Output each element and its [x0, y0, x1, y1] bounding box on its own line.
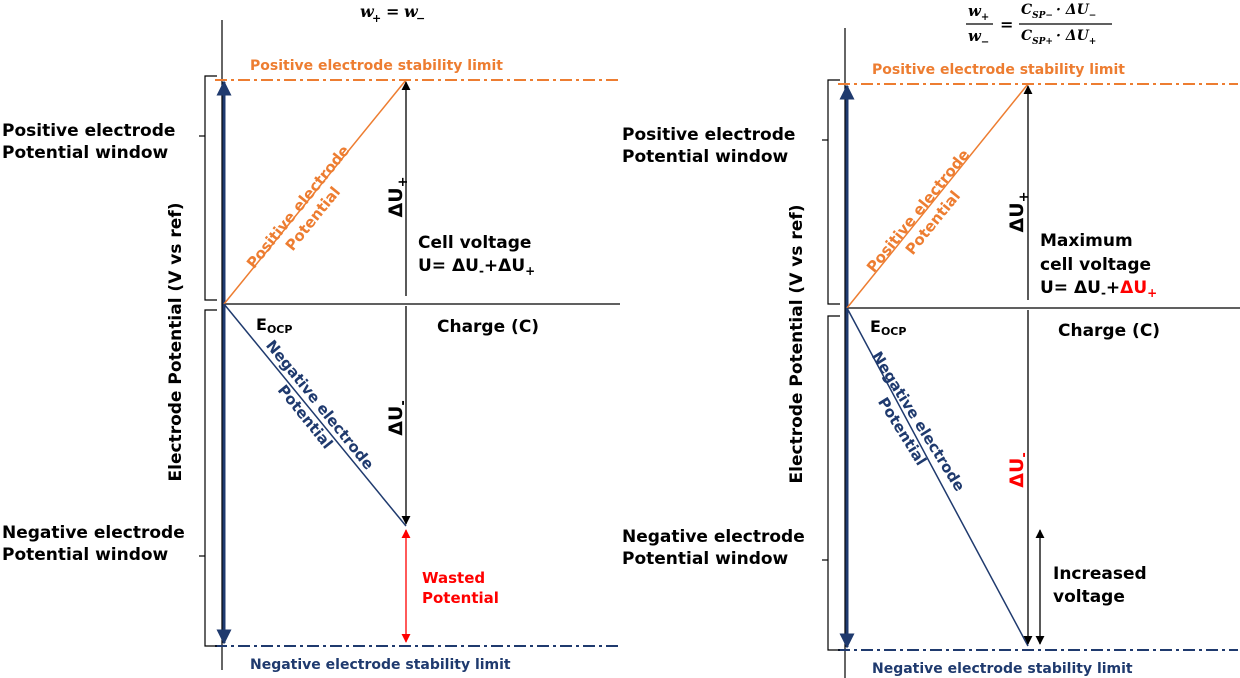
right-cell-formula: U= ΔU-+ΔU+: [1040, 278, 1157, 300]
left-eq-equals: =: [386, 2, 399, 21]
left-eq-lhs-sub: +: [372, 12, 381, 25]
left-negative-potential-label: Negative electrode Potential: [262, 337, 377, 474]
right-positive-potential-line: [846, 83, 1029, 309]
left-negative-brace: [204, 309, 217, 647]
left-positive-potential-label: Positive electrode Potential: [243, 142, 353, 272]
left-pos-window-line1: Positive electrode: [2, 121, 175, 141]
right-cell-line1: Maximum: [1040, 231, 1133, 251]
right-du-plus-label: ΔU+: [1006, 191, 1032, 232]
right-positive-limit-label: Positive electrode stability limit: [872, 62, 1125, 78]
left-positive-brace: [204, 75, 217, 301]
right-frac2-den: CSP+· ΔU+: [1021, 28, 1096, 47]
right-neg-window-line2: Potential window: [622, 549, 789, 569]
left-eq-rhs: w: [404, 2, 419, 21]
right-negative-brace: [827, 315, 840, 651]
left-positive-limit-label: Positive electrode stability limit: [250, 58, 503, 74]
left-eq-rhs-sub: −: [416, 12, 425, 25]
right-positive-potential-label: Positive electrode Potential: [863, 146, 973, 276]
right-du-minus-text: ΔU-: [1006, 452, 1032, 488]
left-negative-potential-line: [223, 303, 407, 527]
left-du-plus-label: ΔU+: [385, 176, 411, 217]
right-eocp-label: EOCP: [870, 317, 906, 338]
right-y-axis-label: Electrode Potential (V vs ref): [787, 205, 807, 484]
right-neg-pot-line1: Negative electrode: [868, 348, 969, 494]
left-neg-window-line2: Potential window: [2, 545, 169, 565]
right-du-minus-label: ΔU-: [1006, 452, 1032, 488]
left-wasted-line1: Wasted: [422, 569, 485, 587]
left-positive-potential-line: [223, 79, 407, 305]
left-cell-voltage-title: Cell voltage: [418, 233, 531, 253]
right-cell-line2: cell voltage: [1040, 255, 1151, 275]
right-x-axis-label: Charge (C): [1058, 321, 1160, 341]
left-y-axis-label: Electrode Potential (V vs ref): [166, 203, 186, 482]
right-positive-brace: [827, 79, 840, 305]
right-panel: w+ w− = CSP−· ΔU− CSP+· ΔU+ Positive ele…: [622, 2, 1240, 678]
right-frac2-num: CSP−· ΔU−: [1021, 2, 1096, 21]
right-pos-pot-line1: Positive electrode: [863, 146, 973, 276]
left-wasted-line2: Potential: [422, 589, 499, 607]
right-negative-potential-label: Negative electrode Potential: [868, 348, 969, 494]
right-eq-equals: =: [1000, 15, 1013, 34]
left-panel: w + = w − Positive electrode stability l…: [2, 2, 622, 673]
right-du-plus-text: ΔU+: [1006, 191, 1032, 232]
left-negative-limit-label: Negative electrode stability limit: [250, 657, 511, 673]
left-x-axis-label: Charge (C): [437, 317, 539, 337]
left-pos-pot-line1: Positive electrode: [243, 142, 353, 272]
right-negative-potential-line: [846, 307, 1029, 647]
right-pos-window-line2: Potential window: [622, 147, 789, 167]
right-increased-line1: Increased: [1053, 564, 1147, 584]
right-pos-window-line1: Positive electrode: [622, 125, 795, 145]
left-du-plus-text: ΔU+: [385, 176, 411, 217]
right-negative-limit-label: Negative electrode stability limit: [872, 661, 1133, 677]
left-neg-pot-line1: Negative electrode: [262, 337, 377, 474]
right-frac1-den: w−: [968, 27, 989, 48]
right-neg-window-line1: Negative electrode: [622, 527, 805, 547]
left-equation: w + = w −: [360, 2, 425, 25]
right-frac1-num: w+: [968, 2, 989, 23]
left-du-minus-text: ΔU-: [385, 400, 411, 436]
left-cell-voltage-formula: U= ΔU-+ΔU+: [418, 256, 535, 278]
left-eocp-label: EOCP: [256, 315, 292, 336]
left-pos-window-line2: Potential window: [2, 143, 169, 163]
right-increased-line2: voltage: [1053, 587, 1125, 607]
left-du-minus-label: ΔU-: [385, 400, 411, 436]
left-eq-lhs: w: [360, 2, 375, 21]
left-neg-window-line1: Negative electrode: [2, 523, 185, 543]
right-equation: w+ w− = CSP−· ΔU− CSP+· ΔU+: [966, 2, 1112, 48]
